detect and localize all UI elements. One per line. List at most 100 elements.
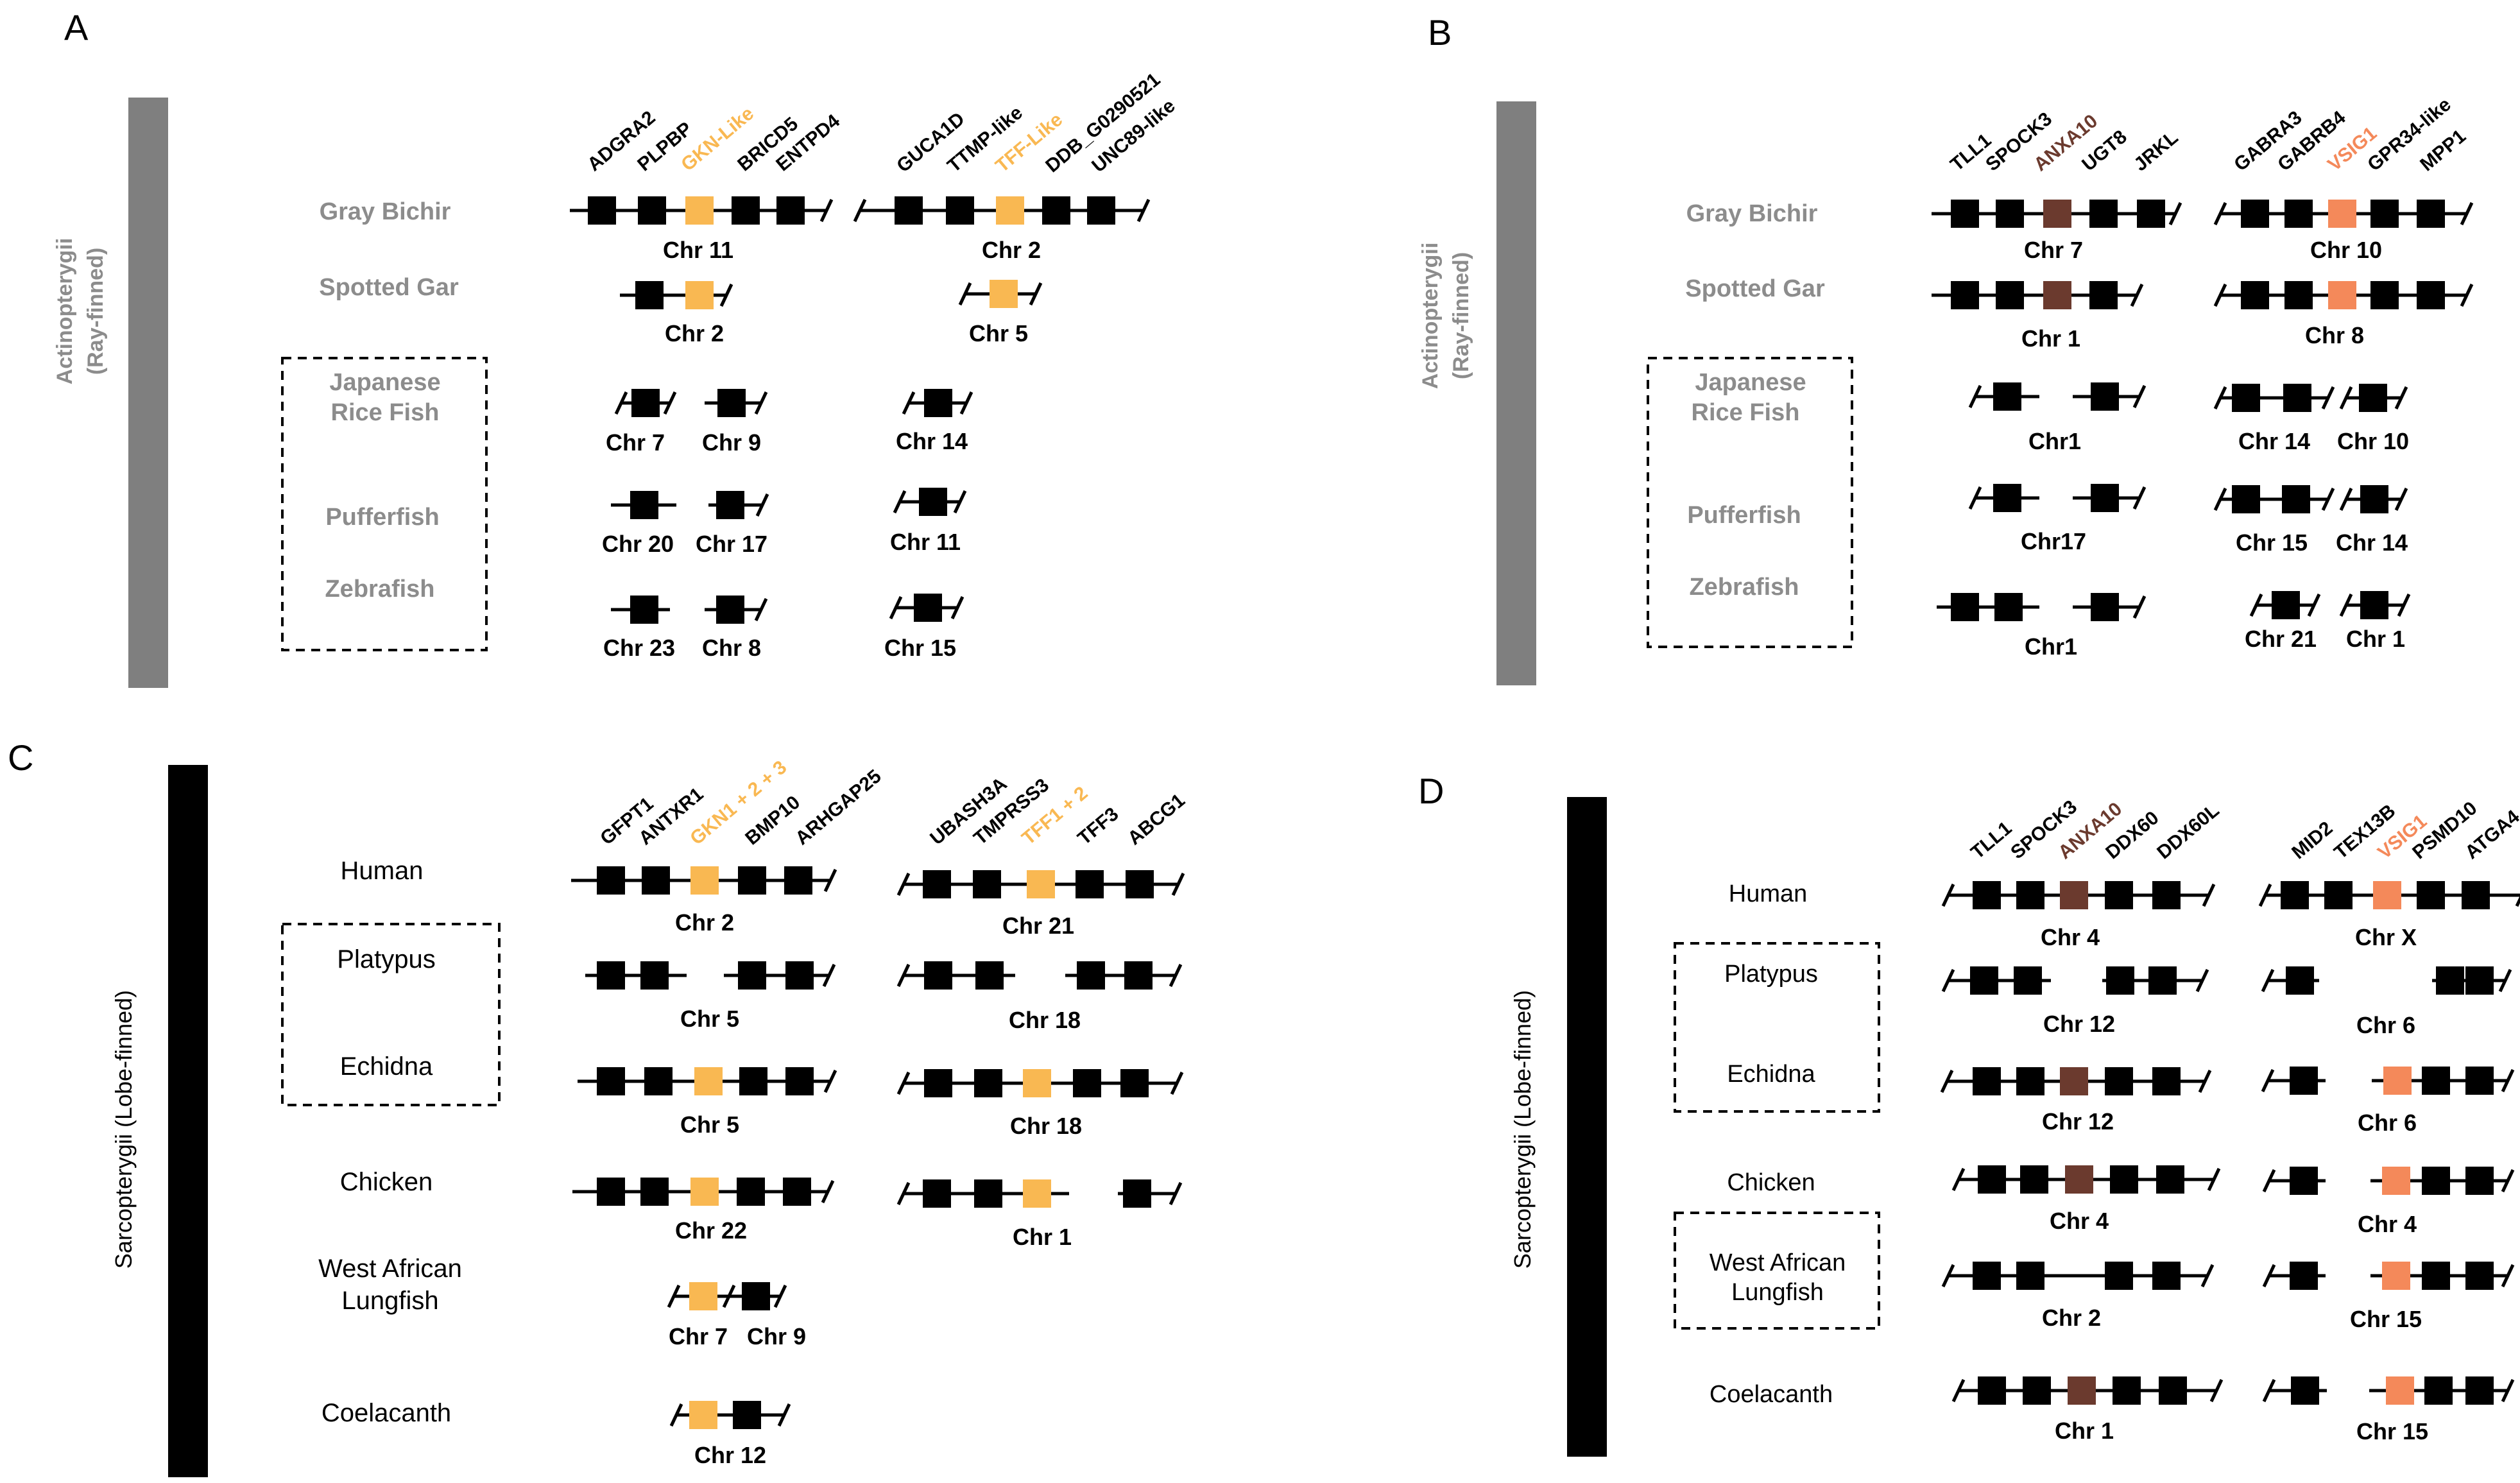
chromosome-break [2515, 895, 2520, 907]
highlight-gene-box [1023, 1179, 1051, 1208]
chromosome-break [2132, 595, 2147, 619]
chromosome-label: Chr 1 [2055, 1418, 2114, 1444]
gene-box [1120, 1069, 1149, 1097]
gene-box [2016, 881, 2044, 909]
gene-box [1123, 1179, 1151, 1208]
gene-box [738, 961, 766, 990]
gene-box [716, 596, 744, 624]
chromosome-break [819, 198, 834, 223]
gene-box [2370, 281, 2399, 309]
panel-letter: B [1428, 12, 1452, 53]
highlight-gene-box [2043, 281, 2071, 309]
gene-box [1951, 200, 1979, 228]
gene-box [924, 389, 952, 417]
gene-box [1978, 1165, 2006, 1194]
chromosome-label: Chr 2 [982, 237, 1041, 263]
gene-box [2436, 966, 2464, 995]
gene-box [2152, 1067, 2181, 1095]
chromosome-break [2307, 593, 2321, 617]
actinopterygii-bar [128, 98, 168, 688]
sarcopterygii-bar [1567, 797, 1607, 1457]
gene-box [2465, 1376, 2494, 1405]
gene-box [597, 866, 625, 895]
highlight-gene-box [1027, 870, 1055, 898]
panel-letter: C [8, 737, 33, 778]
gene-box [2462, 881, 2490, 909]
chromosome-break [1968, 384, 1982, 409]
gene-box [1076, 870, 1104, 898]
gene-box [2137, 200, 2165, 228]
chromosome-break [754, 391, 768, 415]
chromosome-break [2501, 1264, 2515, 1288]
gene-box [1077, 961, 1105, 990]
chromosome-label: Chr 17 [696, 531, 767, 557]
gene-box [2281, 881, 2309, 909]
chromosome-break [2195, 968, 2209, 993]
chromosome-label: Chr 18 [1010, 1113, 1082, 1139]
gene-box [2290, 1262, 2318, 1290]
species-label: Japanese [1695, 369, 1806, 396]
chromosome-break [754, 597, 768, 622]
gene-box [742, 1282, 770, 1310]
gene-box [1993, 382, 2021, 411]
gene-box [2110, 1165, 2138, 1194]
chromosome-break [1029, 282, 1043, 306]
chromosome-break [614, 391, 628, 415]
gene-box [2105, 1262, 2133, 1290]
gene-box [1970, 966, 1998, 995]
chromosome-label: Chr 4 [2358, 1211, 2417, 1237]
highlight-gene-box [685, 196, 714, 225]
gene-box [923, 870, 951, 898]
chromosome-label: Chr 4 [2041, 924, 2100, 950]
gene-box [2152, 1262, 2181, 1290]
species-label: Echidna [1727, 1061, 1815, 1088]
gene-box [2232, 384, 2260, 412]
clade-label: (Ray-finned) [83, 248, 108, 375]
gene-box [2232, 485, 2260, 513]
species-label: Zebrafish [1689, 574, 1799, 601]
chromosome-label: Chr 10 [2310, 237, 2382, 263]
gene-box [785, 1067, 814, 1095]
chromosome-break [773, 1284, 787, 1308]
chromosome-break [1941, 968, 1955, 993]
species-label: Platypus [337, 945, 435, 973]
gene-box [2465, 1167, 2494, 1195]
gene-box [2417, 881, 2445, 909]
gene-box [2286, 966, 2314, 995]
chromosome-break [755, 493, 769, 517]
chromosome-break [2200, 1264, 2215, 1288]
chromosome-break [823, 1069, 837, 1093]
gene-box [974, 1069, 1002, 1097]
chromosome-label: Chr 9 [702, 429, 761, 456]
chromosome-break [2501, 1378, 2515, 1403]
species-label: Human [1729, 880, 1808, 907]
chromosome-break [2249, 593, 2263, 617]
gene-box [2290, 1067, 2318, 1095]
gene-box [2422, 1067, 2450, 1095]
gene-box [739, 1067, 767, 1095]
gene-box [2370, 200, 2399, 228]
gene-box [923, 1179, 951, 1208]
chromosome-break [2394, 487, 2408, 511]
gene-box [2417, 281, 2445, 309]
chromosome-label: Chr 9 [747, 1323, 806, 1350]
chromosome-label: Chr 5 [680, 1111, 739, 1138]
gene-box [2290, 1167, 2318, 1195]
highlight-gene-box [1023, 1069, 1051, 1097]
gene-box [784, 866, 812, 895]
chromosome-break [2501, 1068, 2515, 1093]
chromosome-break [896, 872, 911, 896]
gene-box [640, 961, 669, 990]
gene-box [2105, 1067, 2133, 1095]
gene-box [2105, 881, 2133, 909]
chromosome-label: Chr1 [2028, 428, 2081, 454]
species-label: Chicken [340, 1168, 433, 1196]
highlight-gene-box [685, 281, 714, 309]
gene-box [2360, 485, 2388, 513]
species-label: Spotted Gar [1685, 275, 1825, 302]
gene-box [2091, 382, 2119, 411]
chromosome-label: Chr 8 [2305, 322, 2364, 348]
gene-box [2016, 1262, 2044, 1290]
clade-label: (Ray-finned) [1449, 252, 1473, 379]
chromosome-break [2498, 968, 2512, 993]
